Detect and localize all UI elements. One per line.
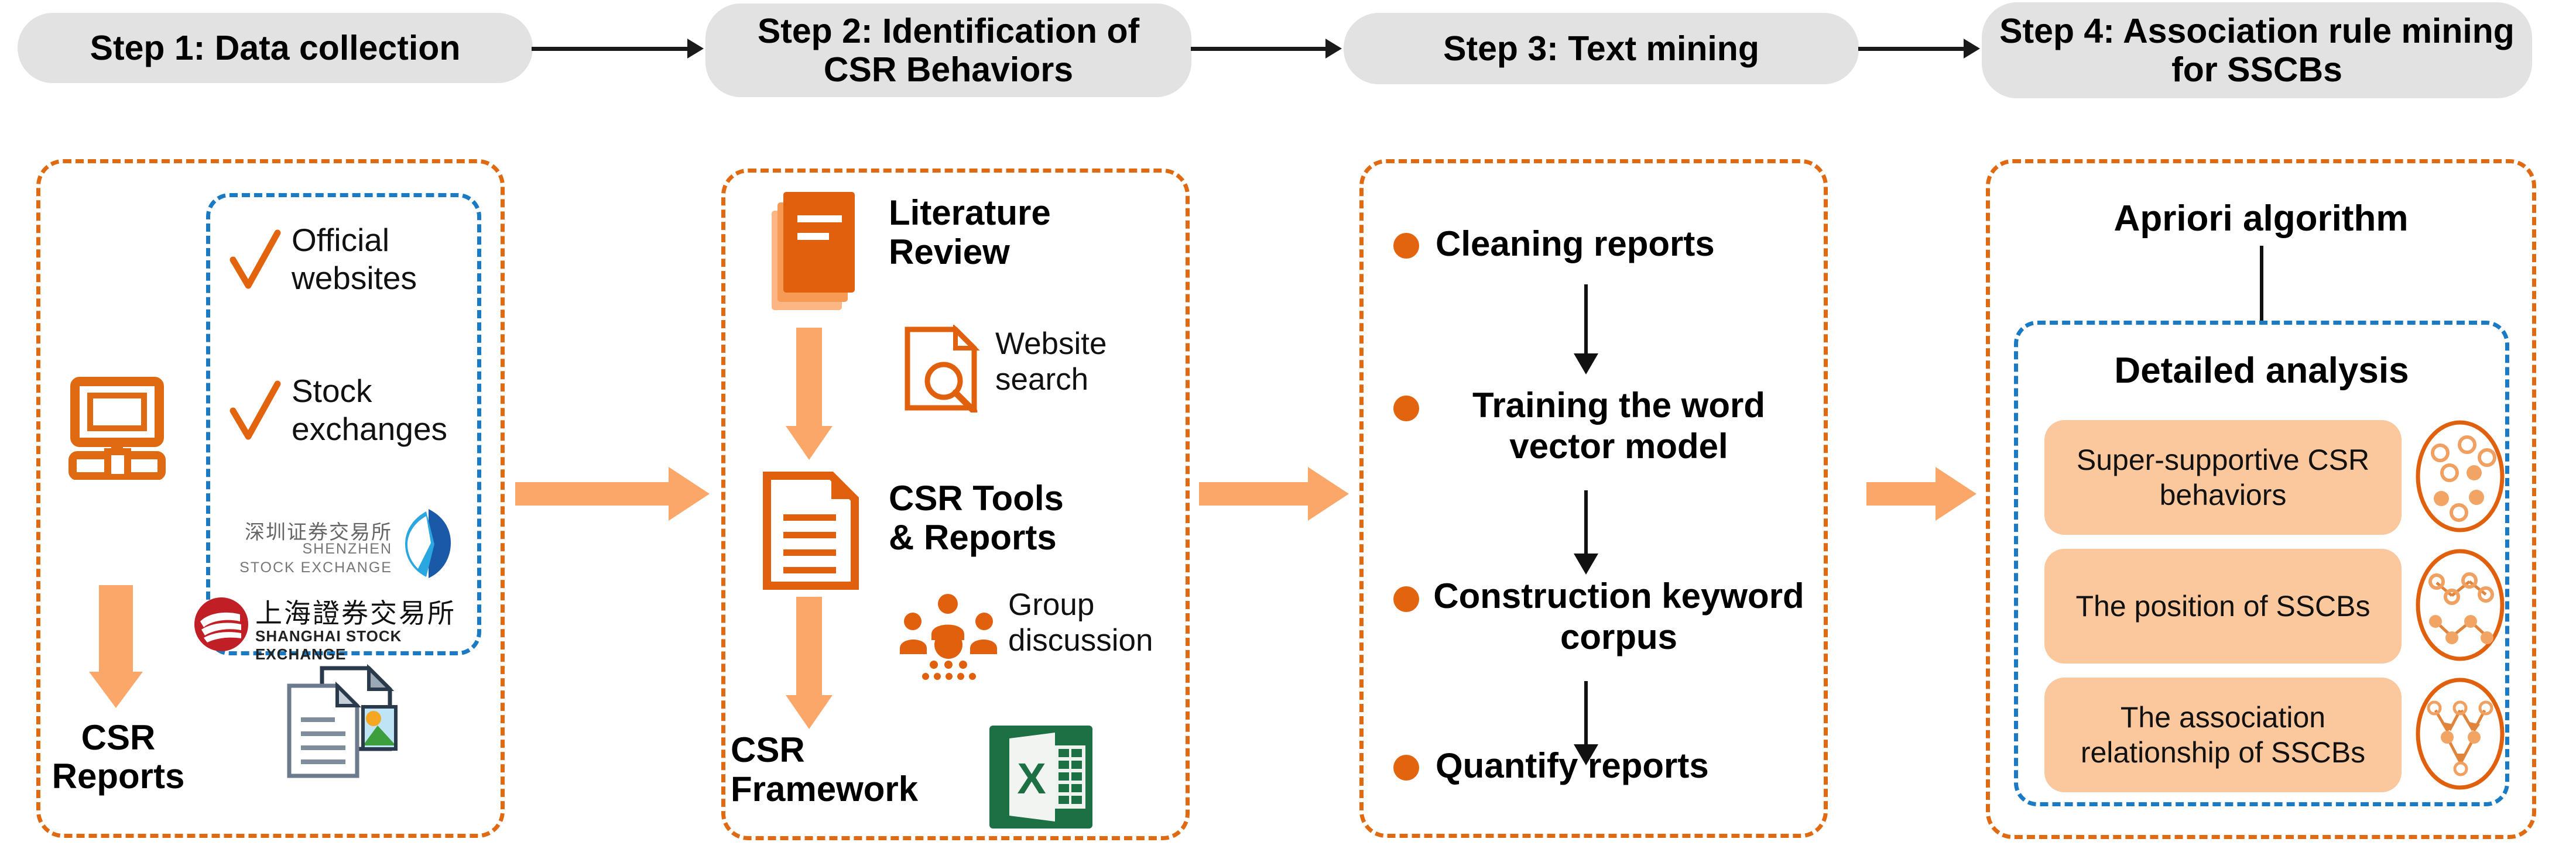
document-lines-icon: [761, 471, 872, 594]
step-header-1[interactable]: Step 1: Data collection: [18, 13, 533, 83]
directed-graph-icon: [2413, 676, 2507, 794]
shanghai-logo-en: SHANGHAI STOCK EXCHANGE: [255, 627, 402, 663]
chain-nodes-icon: [2413, 548, 2507, 665]
arrow-step1-step2: [1574, 284, 1598, 374]
result-label-super-supportive: Super-supportive CSR behaviors: [2076, 444, 2370, 511]
check-icon-official-websites: [228, 228, 282, 293]
computer-monitor-icon: [64, 374, 170, 483]
csr-reports-label: CSR Reports: [52, 718, 185, 796]
step-header-4[interactable]: Step 4: Association rule mining for SSCB…: [1982, 2, 2532, 98]
panel2-label-csr-framework: CSR Framework: [731, 730, 919, 809]
scatter-nodes-icon: [2413, 419, 2507, 537]
down-arrow-literature-to-csr-tools: [768, 328, 850, 462]
panel2-label-literature-review: Literature Review: [889, 193, 1051, 272]
excel-icon: X: [989, 726, 1092, 829]
detailed-analysis-title: Detailed analysis: [2114, 350, 2409, 391]
document-search-icon: [902, 324, 984, 415]
panel2-label-csr-tools-reports: CSR Tools & Reports: [889, 479, 1064, 558]
step-2-label: Step 2: Identification of CSR Behaviors: [757, 11, 1140, 89]
flow-arrow-panel1-panel2: [515, 467, 710, 521]
result-pill-super-supportive[interactable]: Super-supportive CSR behaviors: [2044, 420, 2402, 535]
panel2-label-website-search: Website search: [995, 326, 1107, 397]
excel-letter: X: [1017, 754, 1046, 803]
panel-text-mining: [1359, 159, 1828, 838]
shanghai-logo-cn: 上海證券交易所: [255, 599, 456, 628]
book-stack-icon: [761, 187, 878, 322]
panel3-label-construction-keyword-corpus: Construction keyword corpus: [1433, 576, 1804, 656]
result-label-position-sscbs: The position of SSCBs: [2075, 590, 2371, 623]
shenzhen-shield-icon: [405, 509, 451, 578]
panel3-label-training-word-vector-model: Training the word vector model: [1472, 386, 1765, 466]
down-arrow-csr-tools-to-framework: [768, 597, 850, 731]
bullet-training-word-vector: [1393, 396, 1419, 421]
step-header-3[interactable]: Step 3: Text mining: [1344, 13, 1859, 84]
flow-arrow-panel2-panel3: [1199, 467, 1349, 521]
shanghai-circle-icon: [194, 597, 248, 651]
step-connector-3-4: [1858, 39, 1980, 59]
step-header-2[interactable]: Step 2: Identification of CSR Behaviors: [705, 4, 1191, 97]
bullet-construction-keyword-corpus: [1393, 586, 1419, 612]
step-4-label: Step 4: Association rule mining for SSCB…: [1999, 11, 2515, 89]
step-3-label: Step 3: Text mining: [1443, 29, 1759, 68]
arrow-step2-step3: [1574, 490, 1598, 575]
down-arrow-to-csr-reports: [63, 585, 169, 708]
step-connector-1-2: [532, 39, 704, 59]
step-1-label: Step 1: Data collection: [90, 28, 461, 67]
arrow-step3-step4: [1574, 681, 1598, 765]
flow-arrow-panel3-panel4: [1866, 467, 1976, 521]
shenzhen-stock-exchange-logo: 深圳证券交易所 SHENZHEN STOCK EXCHANGE: [217, 509, 468, 585]
arrow-apriori-to-analysis: [2249, 246, 2274, 343]
result-pill-position-sscbs[interactable]: The position of SSCBs: [2044, 549, 2402, 664]
shenzhen-logo-cn: 深圳证券交易所: [245, 521, 392, 544]
panel3-label-cleaning-reports: Cleaning reports: [1436, 224, 1715, 263]
panel3-label-quantify-reports: Quantify reports: [1436, 746, 1709, 785]
bullet-quantify-reports: [1393, 755, 1419, 781]
bullet-cleaning-reports: [1393, 233, 1419, 259]
panel2-label-group-discussion: Group discussion: [1008, 587, 1153, 658]
source-label-stock-exchanges: Stock exchanges: [292, 373, 448, 447]
steps-header-row: Step 1: Data collection Step 2: Identifi…: [0, 0, 2576, 146]
source-label-official-websites: Official websites: [292, 222, 417, 296]
result-pill-association-relationship[interactable]: The association relationship of SSCBs: [2044, 678, 2402, 792]
documents-stack-icon: [281, 661, 416, 784]
result-label-association-relationship: The association relationship of SSCBs: [2080, 701, 2366, 769]
check-icon-stock-exchanges: [228, 379, 282, 444]
group-people-icon: [899, 591, 998, 685]
shenzhen-logo-en-1: SHENZHEN: [302, 541, 392, 557]
shanghai-stock-exchange-logo: 上海證券交易所 SHANGHAI STOCK EXCHANGE: [192, 592, 485, 663]
step-connector-2-3: [1191, 39, 1342, 59]
shenzhen-logo-en-2: STOCK EXCHANGE: [239, 559, 392, 576]
apriori-algorithm-label: Apriori algorithm: [2113, 198, 2409, 239]
